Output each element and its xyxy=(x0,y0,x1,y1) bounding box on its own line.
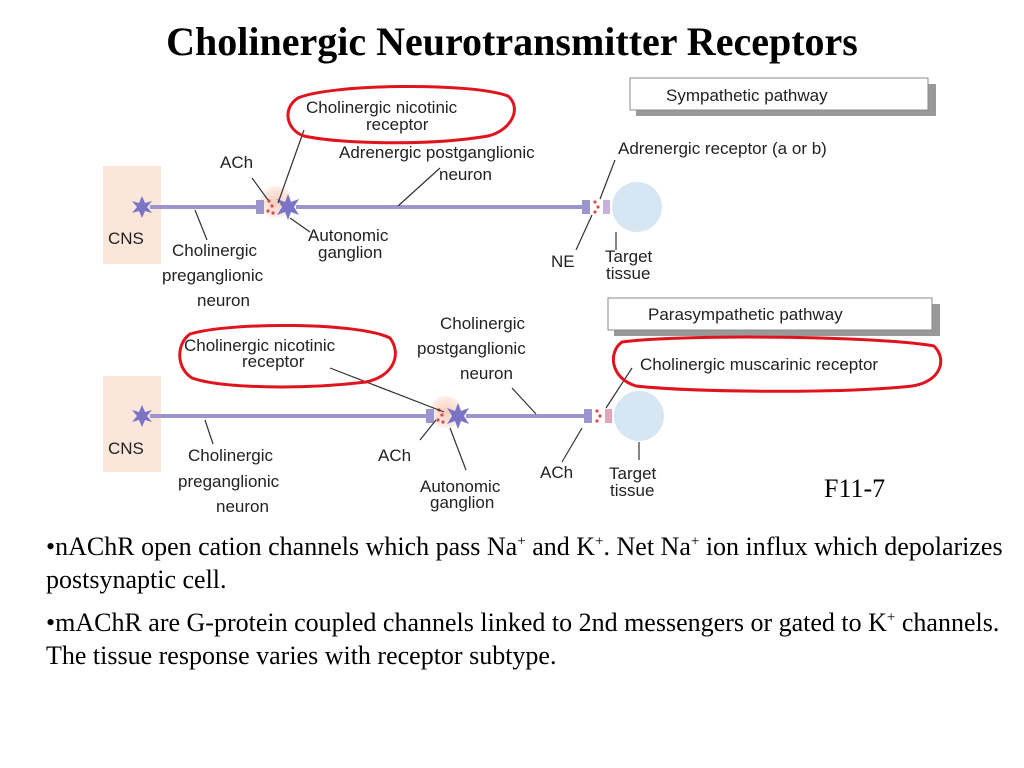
sympathetic-nicotinic-label-line1: Cholinergic nicotinic xyxy=(306,98,458,117)
cholinergic-postganglionic-label-line1: Cholinergic xyxy=(440,314,526,333)
sympathetic-ganglion-label-line2: ganglion xyxy=(318,243,382,262)
cholinergic-postganglionic-label-line3: neuron xyxy=(460,364,513,383)
slide-title: Cholinergic Neurotransmitter Receptors xyxy=(166,19,858,64)
bullet-nachr-text-4: ion influx which depolarizes postsynapti… xyxy=(46,532,1003,594)
sympathetic-leader-lines xyxy=(194,129,617,251)
cns-neuron-icon xyxy=(132,196,152,218)
parasympathetic-ach-ganglion-label: ACh xyxy=(378,446,411,465)
parasympathetic-preganglionic-label-line2: preganglionic xyxy=(178,472,280,491)
bullet-machr-text-1: •mAChR are G-protein coupled channels li… xyxy=(46,608,887,637)
adrenergic-receptor-dots xyxy=(593,200,600,214)
sympathetic-target-label-line1: Target xyxy=(605,247,653,266)
muscarinic-receptor-dots xyxy=(595,409,602,423)
figure-id: F11-7 xyxy=(824,474,886,503)
nicotinic-receptor-dots xyxy=(266,199,275,215)
sympathetic-preganglionic-label-line1: Cholinergic xyxy=(172,241,258,260)
ne-label: NE xyxy=(551,252,575,271)
bullet-machr: •mAChR are G-protein coupled channels li… xyxy=(46,606,1006,672)
axon-terminal-icon xyxy=(256,200,264,214)
bullet-nachr: •nAChR open cation channels which pass N… xyxy=(46,530,1006,596)
adrenergic-receptor-label: Adrenergic receptor (a or b) xyxy=(618,139,827,158)
ganglion-neuron-icon xyxy=(277,194,299,220)
sympathetic-pathway-label: Sympathetic pathway xyxy=(666,86,828,105)
sympathetic-ganglion-label-line1: Autonomic xyxy=(308,226,389,245)
parasympathetic-leader-lines xyxy=(204,367,640,471)
muscarinic-annotation-circle xyxy=(612,335,943,393)
parasympathetic-pathway: Parasympathetic pathway CNS Chol xyxy=(103,297,943,516)
cns-box xyxy=(103,166,161,264)
target-tissue-cell xyxy=(614,391,664,441)
bullet-nachr-text-3: . Net Na xyxy=(603,532,691,561)
autonomic-pathways-diagram: Sympathetic pathway CNS xyxy=(103,77,943,516)
bullet-nachr-text-1: •nAChR open cation channels which pass N… xyxy=(46,532,518,561)
parasympathetic-nicotinic-label-line2: receptor xyxy=(242,352,305,371)
parasympathetic-nicotinic-annotation-circle xyxy=(178,323,397,389)
parasympathetic-preganglionic-label-line1: Cholinergic xyxy=(188,446,274,465)
adrenergic-postganglionic-label-line1: Adrenergic postganglionic xyxy=(339,143,535,162)
ganglion-neuron-icon xyxy=(447,403,469,429)
bullet-nachr-text-2: and K xyxy=(525,532,596,561)
parasympathetic-ach-target-label: ACh xyxy=(540,463,573,482)
muscarinic-receptor-label: Cholinergic muscarinic receptor xyxy=(640,355,878,374)
sympathetic-pathway: Sympathetic pathway CNS xyxy=(103,77,936,310)
parasympathetic-target-label-line2: tissue xyxy=(610,481,654,500)
parasympathetic-pathway-label-box: Parasympathetic pathway xyxy=(607,297,940,336)
sympathetic-preganglionic-label-line2: preganglionic xyxy=(162,266,264,285)
parasympathetic-ganglion-label-line2: ganglion xyxy=(430,493,494,512)
sympathetic-pathway-label-box: Sympathetic pathway xyxy=(629,77,936,116)
parasympathetic-target-label-line1: Target xyxy=(609,464,657,483)
sympathetic-nicotinic-label-line2: receptor xyxy=(366,115,429,134)
target-terminal-icon xyxy=(584,409,592,423)
sympathetic-nicotinic-annotation-circle xyxy=(286,84,516,145)
bullet-machr-text-2: channels. The tissue response varies wit… xyxy=(46,608,1000,670)
target-tissue-cell xyxy=(612,182,662,232)
cholinergic-postganglionic-label-line2: postganglionic xyxy=(417,339,526,358)
bullet-list: •nAChR open cation channels which pass N… xyxy=(46,530,1006,682)
sympathetic-preganglionic-label-line3: neuron xyxy=(197,291,250,310)
axon-terminal-icon xyxy=(426,409,434,423)
sympathetic-ach-label: ACh xyxy=(220,153,253,172)
parasympathetic-nicotinic-label-line1: Cholinergic nicotinic xyxy=(184,336,336,355)
sympathetic-target-label-line2: tissue xyxy=(606,264,650,283)
bullet-nachr-sup-1: + xyxy=(517,533,526,550)
muscarinic-receptor-icon xyxy=(605,409,612,423)
cns-box xyxy=(103,376,161,472)
parasympathetic-ganglion-label-line1: Autonomic xyxy=(420,477,501,496)
adrenergic-receptor-icon xyxy=(603,200,610,214)
cns-label: CNS xyxy=(108,439,144,458)
cns-neuron-icon xyxy=(132,405,152,427)
bullet-nachr-sup-2: + xyxy=(595,533,604,550)
target-terminal-icon xyxy=(582,200,590,214)
parasympathetic-preganglionic-label-line3: neuron xyxy=(216,497,269,516)
adrenergic-postganglionic-label-line2: neuron xyxy=(439,165,492,184)
cns-label: CNS xyxy=(108,229,144,248)
bullet-nachr-sup-3: + xyxy=(690,533,700,550)
parasympathetic-pathway-label: Parasympathetic pathway xyxy=(648,305,843,324)
bullet-machr-sup-1: + xyxy=(886,609,896,626)
